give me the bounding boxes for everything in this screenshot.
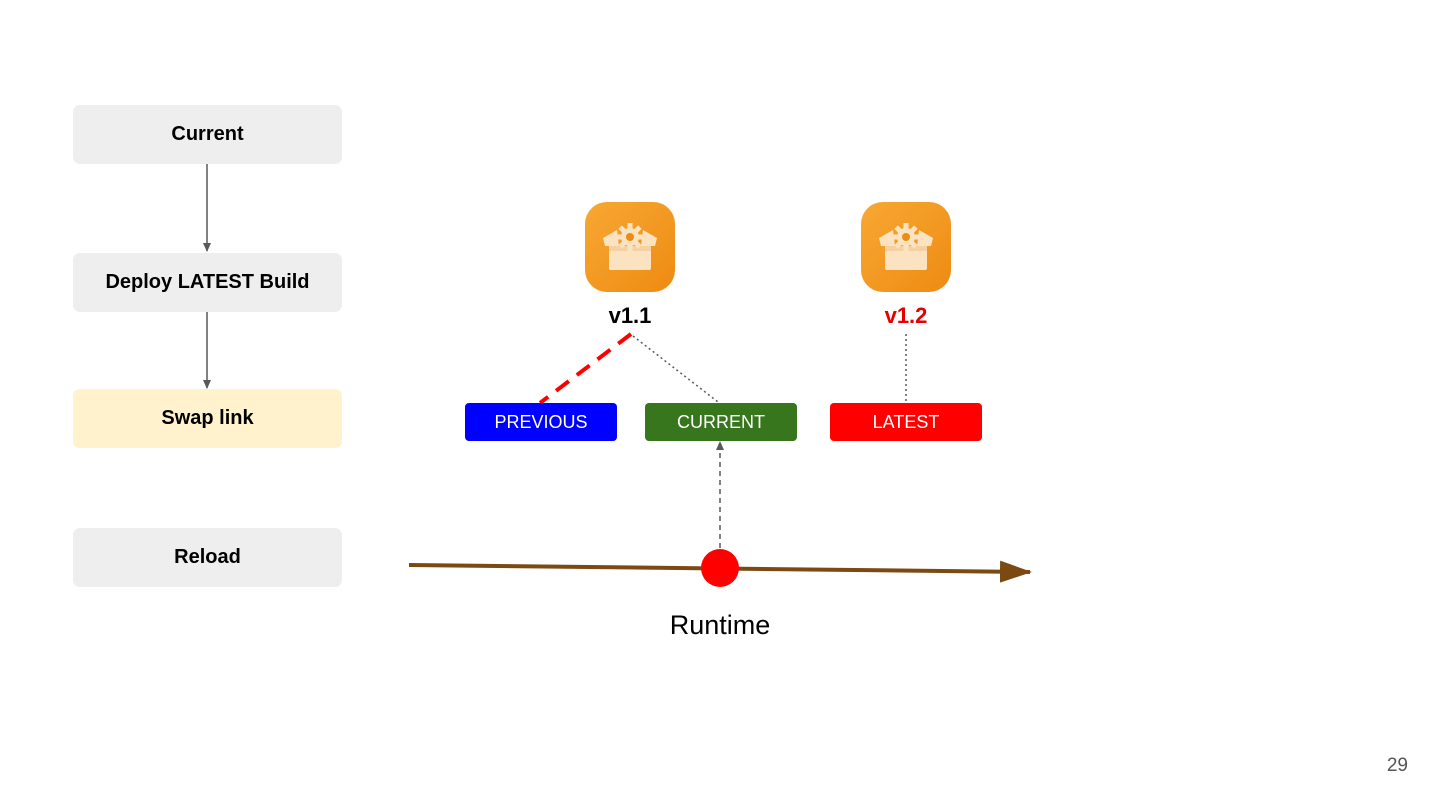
label-latest: LATEST (830, 403, 982, 441)
version-label-v1-2: v1.2 (884, 303, 928, 328)
version-label-v1-1: v1.1 (608, 303, 652, 328)
package-gear-icon (861, 202, 951, 292)
page-number: 29 (1386, 755, 1408, 776)
current-link (632, 335, 719, 403)
step-reload: Reload (73, 528, 342, 587)
runtime-marker (701, 549, 739, 587)
previous-link (538, 332, 633, 405)
runtime-label: Runtime (669, 610, 771, 640)
step-deploy-latest-build: Deploy LATEST Build (73, 253, 342, 312)
step-swap-link: Swap link (73, 389, 342, 448)
step-current: Current (73, 105, 342, 164)
package-gear-icon (585, 202, 675, 292)
label-current: CURRENT (645, 403, 797, 441)
label-previous: PREVIOUS (465, 403, 617, 441)
